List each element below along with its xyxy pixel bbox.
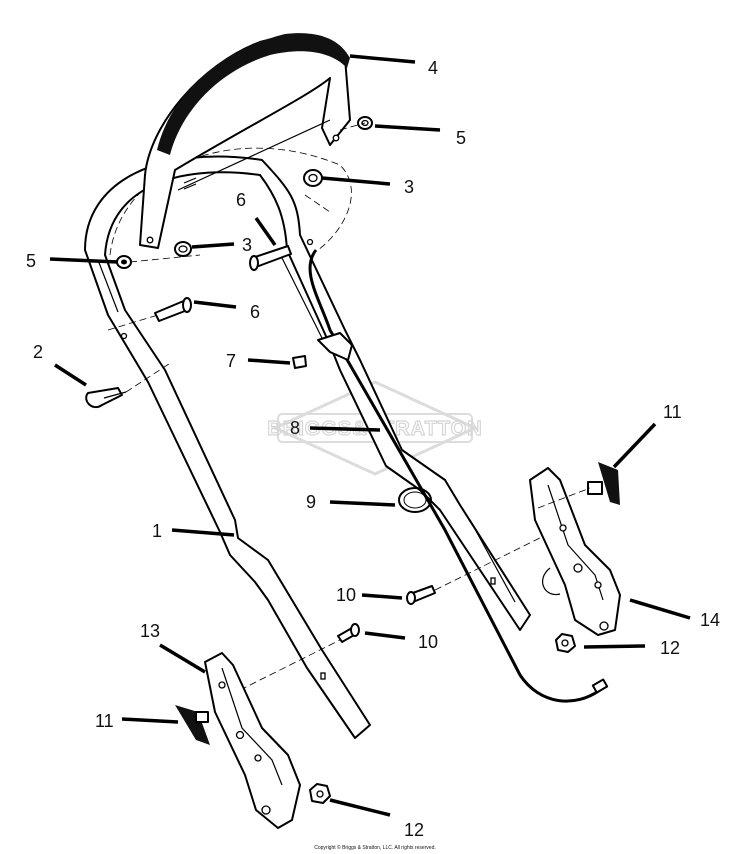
axis-10-upper: [434, 527, 561, 591]
upper-handle: [139, 33, 351, 249]
nut-12-left: [309, 783, 331, 804]
washer-5-left: [116, 255, 132, 269]
axis-left: [129, 254, 201, 263]
axis-knob-right: [537, 487, 591, 509]
leader-lines: [49, 54, 691, 817]
nut-12-right: [555, 633, 576, 653]
handle-bolt-2: [85, 387, 127, 409]
callout-10-upper: 10: [336, 585, 356, 605]
callout-3-right: 3: [404, 177, 414, 197]
callout-9: 9: [306, 492, 316, 512]
callout-12-left: 12: [404, 820, 424, 840]
axis-top-right: [339, 122, 366, 131]
axis-10-lower: [239, 639, 341, 691]
callout-5-left: 5: [26, 251, 36, 271]
axis-bolt-6-lower: [107, 314, 159, 331]
callout-12-right: 12: [660, 638, 680, 658]
lower-handle: [84, 155, 531, 739]
knob-11-left: [175, 705, 210, 745]
bracket-left: [204, 652, 301, 829]
knob-11-right: [587, 462, 620, 505]
callout-14: 14: [700, 610, 720, 630]
callout-6-top: 6: [236, 190, 246, 210]
bolt-6-upper: [249, 245, 292, 271]
control-cable: [308, 249, 609, 703]
callout-labels: 4 5 3 6 5 3 6 2 7 8 11 9 1 10 14 13 10 1…: [26, 58, 720, 840]
clip-part-7: [292, 355, 307, 369]
axis-mid-right: [304, 194, 331, 213]
callout-5-top: 5: [456, 128, 466, 148]
bolt-10-upper: [406, 585, 436, 605]
callout-2: 2: [33, 342, 43, 362]
callout-6-mid: 6: [250, 302, 260, 322]
bolt-6-lower: [154, 297, 192, 322]
washer-3-right: [303, 169, 323, 187]
bracket-right: [529, 467, 621, 636]
copyright-notice: Copyright © Briggs & Stratton, LLC. All …: [314, 844, 436, 851]
cable-clip: [317, 332, 353, 361]
callout-7: 7: [226, 351, 236, 371]
washer-3-left: [174, 241, 192, 257]
callout-1: 1: [152, 521, 162, 541]
callout-10-lower: 10: [418, 632, 438, 652]
callout-8: 8: [290, 418, 300, 438]
handle-swing-arc: [109, 147, 352, 256]
callout-11-left: 11: [95, 711, 114, 731]
callout-11-right: 11: [663, 402, 682, 422]
callout-3-left: 3: [242, 235, 252, 255]
callout-4: 4: [428, 58, 438, 78]
bolt-10-lower: [337, 623, 360, 643]
callout-13: 13: [140, 621, 160, 641]
bolt-2-axis: [125, 361, 173, 393]
cable-tie: [398, 487, 432, 513]
